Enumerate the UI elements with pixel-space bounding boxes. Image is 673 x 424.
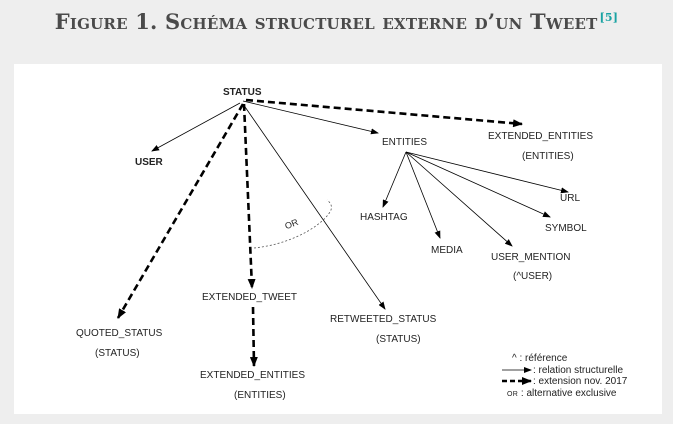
node-user-mention-sub: (^USER) [513, 271, 553, 282]
edge-status-user [151, 102, 241, 152]
figure-title-text: Figure 1. Schéma structurel externe d’un… [54, 9, 598, 34]
legend-reference-symbol: ^ [512, 353, 517, 364]
edge-extended-tweet-entities [249, 306, 258, 367]
edge-entities-symbol [405, 151, 551, 218]
edge-status-entities [242, 100, 379, 135]
node-extended-tweet: EXTENDED_TWEET [202, 292, 298, 303]
legend-reference: ^ : référence [512, 353, 567, 364]
node-extended-entities-top: EXTENDED_ENTITIES [488, 131, 594, 142]
figure-title: Figure 1. Schéma structurel externe d’un… [0, 9, 673, 34]
node-quoted-status: QUOTED_STATUS [76, 328, 163, 339]
legend-structural: : relation structurelle [533, 365, 623, 376]
node-symbol: SYMBOL [545, 223, 587, 234]
legend-or-symbol: OR [507, 391, 519, 398]
legend-or-text: : alternative exclusive [520, 388, 617, 399]
edge-status-quoted [116, 103, 245, 319]
reference-link[interactable]: [5] [599, 11, 619, 24]
node-extended-entities-bottom-sub: (ENTITIES) [234, 390, 286, 401]
node-url: URL [560, 193, 581, 204]
node-quoted-status-sub: (STATUS) [95, 348, 140, 359]
node-media: MEDIA [431, 245, 463, 256]
or-arc [253, 199, 332, 249]
legend-extension: : extension nov. 2017 [533, 376, 627, 387]
node-entities: ENTITIES [382, 137, 428, 148]
legend: ^ : référence : relation structurelle : … [500, 353, 660, 403]
node-extended-entities-bottom: EXTENDED_ENTITIES [200, 370, 306, 381]
legend-reference-text: : référence [519, 353, 568, 364]
edge-status-extended-entities [245, 98, 523, 128]
node-retweeted-status-sub: (STATUS) [376, 334, 421, 345]
node-user: USER [135, 157, 163, 168]
node-retweeted-status: RETWEETED_STATUS [330, 314, 437, 325]
diagram-panel [14, 64, 662, 414]
legend-or: OR : alternative exclusive [507, 388, 617, 400]
legend-structural-text: : relation structurelle [533, 365, 624, 376]
edge-status-extended-tweet [242, 103, 256, 289]
edge-entities-media [405, 151, 441, 239]
node-user-mention: USER_MENTION [491, 252, 571, 263]
legend-extension-text: : extension nov. 2017 [533, 376, 628, 387]
node-extended-entities-top-sub: (ENTITIES) [522, 151, 574, 162]
node-status: STATUS [223, 87, 262, 98]
edge-entities-url [405, 151, 569, 194]
edge-entities-user-mention [405, 151, 513, 247]
edge-entities-hashtag [382, 151, 407, 208]
edge-status-retweeted [242, 103, 386, 310]
node-hashtag: HASHTAG [360, 212, 408, 223]
